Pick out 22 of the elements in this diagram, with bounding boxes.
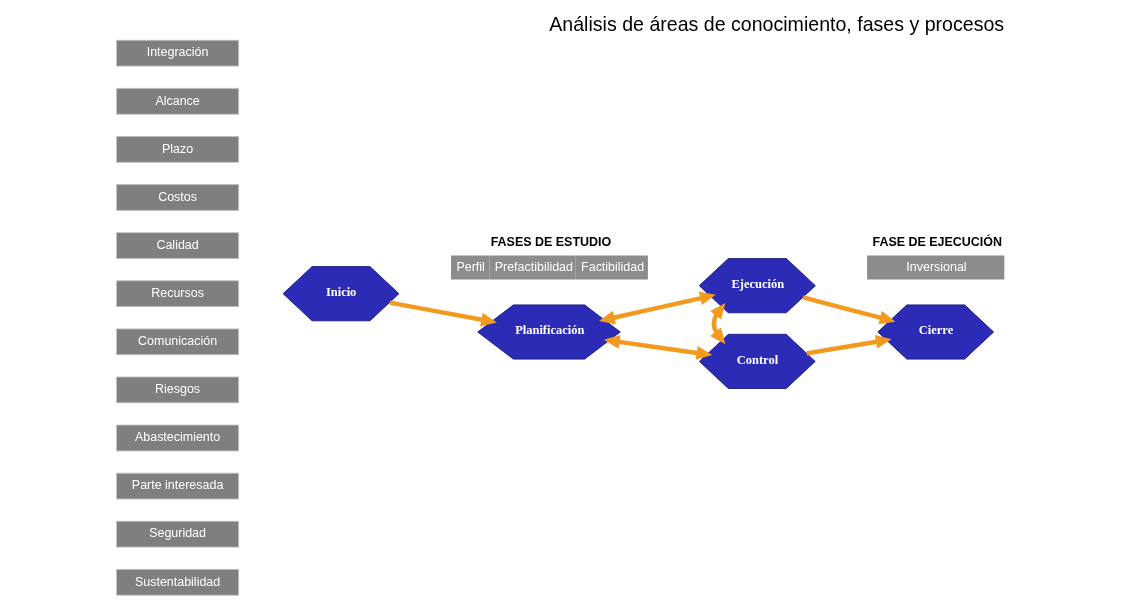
node-box: Inversional — [867, 255, 1005, 280]
node-box: Alcance — [116, 87, 240, 115]
node-label: FASE DE EJECUCIÓN — [872, 234, 1003, 249]
node-box: Comunicación — [116, 328, 240, 356]
node-box: Integración — [116, 39, 240, 67]
node-box: Abastecimiento — [116, 424, 240, 452]
arrow — [710, 302, 726, 345]
node-box: Costos — [116, 184, 240, 211]
arrow — [389, 300, 497, 327]
arrow — [806, 334, 892, 356]
node-box: Riesgos — [116, 376, 240, 404]
node-box: Parte interesada — [116, 472, 240, 500]
arrow — [599, 291, 716, 325]
diagram-title: Análisis de áreas de conocimiento, fases y procesos — [549, 13, 1005, 36]
arrow — [802, 295, 896, 325]
node-box: Sustentabilidad — [116, 568, 240, 596]
arrow — [603, 335, 713, 360]
node-box: Seguridad — [116, 520, 240, 548]
node-label: FASES DE ESTUDIO — [490, 234, 612, 249]
node-box: Plazo — [116, 136, 240, 163]
node-box: Calidad — [116, 232, 240, 259]
node-box: Recursos — [116, 280, 240, 308]
